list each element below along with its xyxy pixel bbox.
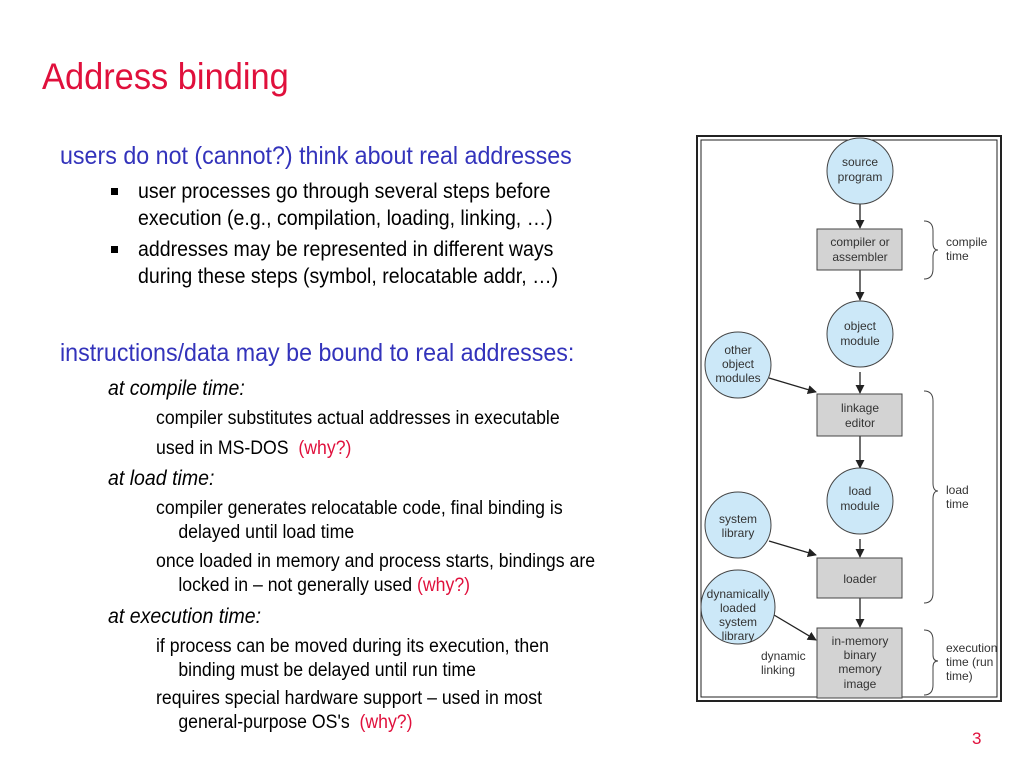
execution-time-item1-line2: binding must be delayed until run time: [178, 660, 476, 681]
node-label: load: [849, 484, 872, 498]
execution-time-item2: requires special hardware support – used…: [156, 687, 542, 735]
bracket-load-time: [923, 390, 939, 604]
node-label: modules: [715, 371, 760, 385]
node-label: module: [840, 499, 880, 513]
label-execution-time: execution: [946, 641, 997, 655]
node-label: other: [724, 343, 751, 357]
execution-time-item2-line1: requires special hardware support – used…: [156, 688, 543, 709]
bullet-marker: [111, 188, 118, 195]
edge-dynamic-memory: [768, 611, 817, 641]
edge-other-linkage: [768, 377, 817, 395]
label-load-time: at load time:: [108, 467, 215, 490]
label-execution-time: at execution time:: [108, 605, 262, 628]
load-time-item2-line1: once loaded in memory and process starts…: [156, 551, 596, 572]
node-loader: loader: [816, 557, 903, 599]
node-label: memory: [838, 662, 881, 676]
load-time-item2-line2: locked in – not generally used (why?): [156, 574, 595, 598]
label-compile-time: time: [946, 249, 969, 263]
node-label: linkage: [841, 401, 879, 415]
node-label: object: [722, 357, 755, 371]
node-compiler-assembler: compiler or assembler: [816, 228, 903, 271]
label-compile-time: compile: [946, 235, 988, 249]
label-execution-time: time): [946, 669, 973, 683]
bullet-representation-line2: during these steps (symbol, relocatable …: [138, 265, 559, 288]
node-label: loaded: [720, 601, 756, 615]
bullet-marker: [111, 246, 118, 253]
node-label: system: [719, 615, 757, 629]
label-execution-time: time (run: [946, 655, 993, 669]
page-number: 3: [972, 729, 982, 748]
bullet-steps-line1: user processes go through several steps …: [138, 180, 551, 203]
bullet-representation: addresses may be represented in differen…: [138, 236, 558, 290]
node-object-module: object module: [826, 300, 894, 368]
load-time-item2: once loaded in memory and process starts…: [156, 550, 595, 598]
node-label: source: [842, 155, 878, 169]
bullet-steps-line2: execution (e.g., compilation, loading, l…: [138, 207, 553, 230]
node-label: loader: [843, 572, 876, 586]
execution-time-item2-line2: general-purpose OS's (why?): [156, 711, 542, 735]
bracket-compile-time: [923, 220, 939, 280]
node-label: assembler: [832, 250, 887, 264]
label-load-time: load: [946, 483, 969, 497]
slide-title: Address binding: [42, 56, 289, 97]
node-label: object: [844, 319, 877, 333]
load-time-item1-line2: delayed until load time: [178, 522, 355, 543]
label-load-time: time: [946, 497, 969, 511]
node-label: library: [722, 629, 755, 643]
node-label: in-memory: [832, 634, 889, 648]
execution-time-item2-text: general-purpose OS's: [178, 712, 350, 733]
node-other-object-modules: other object modules: [704, 331, 772, 399]
heading-bound-addresses: instructions/data may be bound to real a…: [60, 339, 575, 367]
node-label: dynamically: [707, 587, 770, 601]
node-in-memory-image: in-memory binary memory image: [816, 627, 903, 699]
load-time-item1: compiler generates relocatable code, fin…: [156, 497, 563, 545]
why-compile: (why?): [298, 438, 352, 459]
node-source-program: source program: [826, 137, 894, 205]
node-label: system: [719, 512, 757, 526]
node-label: module: [840, 334, 880, 348]
node-linkage-editor: linkage editor: [816, 393, 903, 437]
node-load-module: load module: [826, 467, 894, 535]
why-load: (why?): [417, 575, 471, 596]
compile-time-line1: compiler substitutes actual addresses in…: [156, 408, 560, 429]
node-system-library: system library: [704, 491, 772, 559]
execution-time-item1-line1: if process can be moved during its execu…: [156, 636, 549, 657]
label-compile-time: at compile time:: [108, 377, 245, 400]
address-binding-diagram: source program compiler or assembler obj…: [696, 135, 1002, 702]
compile-time-msdos: used in MS-DOS: [156, 438, 289, 459]
node-label: program: [838, 170, 883, 184]
node-label: compiler or: [830, 235, 889, 249]
label-dynamic-linking: linking: [761, 663, 795, 677]
heading-users-addresses: users do not (cannot?) think about real …: [60, 142, 572, 170]
bullet-representation-line1: addresses may be represented in differen…: [138, 238, 554, 261]
node-label: binary: [844, 648, 877, 662]
node-label: library: [722, 526, 755, 540]
execution-time-item1: if process can be moved during its execu…: [156, 635, 549, 683]
node-label: editor: [845, 416, 875, 430]
edge-system-loader: [768, 540, 817, 558]
load-time-item2-text: locked in – not generally used: [178, 575, 413, 596]
node-label: image: [844, 677, 877, 691]
bullet-steps: user processes go through several steps …: [138, 178, 553, 232]
bracket-execution-time: [923, 629, 939, 696]
load-time-item1-line1: compiler generates relocatable code, fin…: [156, 498, 563, 519]
label-dynamic-linking: dynamic: [761, 649, 806, 663]
node-dynamically-loaded-library: dynamically loaded system library: [700, 569, 776, 645]
why-execution: (why?): [359, 712, 413, 733]
compile-time-line2: used in MS-DOS (why?): [156, 437, 351, 461]
